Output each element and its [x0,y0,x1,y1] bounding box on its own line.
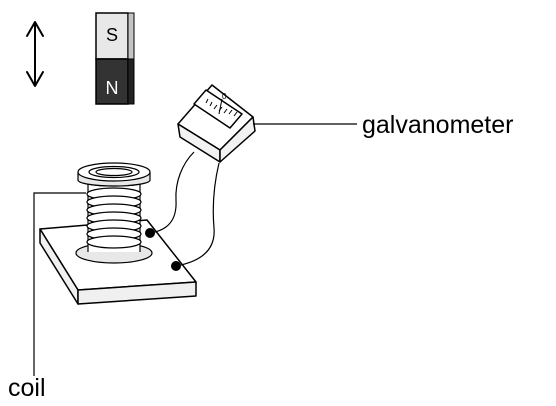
coil-label: coil [8,374,46,402]
galvanometer: 0 [177,84,256,163]
galvanometer-zero-mark: 0 [222,92,227,101]
galvanometer-dial [193,89,243,129]
magnet-north-pole [95,58,129,105]
coil-leader-line [33,192,86,376]
galvanometer-scale [205,98,238,117]
galvanometer-needle [218,98,223,115]
south-label: S [106,25,118,45]
bar-magnet: S N [95,12,135,105]
north-label: N [106,78,119,98]
connecting-wires [149,151,220,267]
galvanometer-label: galvanometer [362,111,513,139]
coil [75,162,153,264]
double-arrow-icon [26,21,44,87]
